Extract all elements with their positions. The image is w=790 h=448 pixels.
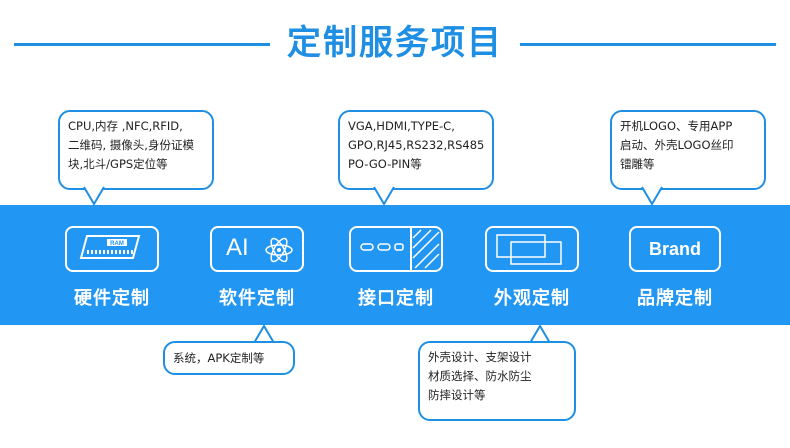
title-line-left <box>14 43 270 46</box>
bubble-line: 外壳设计、支架设计 <box>428 350 532 364</box>
bubble-brand: 开机LOGO、专用APP 启动、外壳LOGO丝印 镭雕等 <box>610 110 766 190</box>
page-title: 定制服务项目 <box>287 23 503 63</box>
overlapping-rectangles-icon <box>485 226 579 272</box>
port-connector-icon <box>349 226 443 272</box>
category-software: AI 软件定制 <box>202 226 312 310</box>
ram-chip-icon: RAM <box>65 226 159 272</box>
brand-badge-icon: Brand <box>629 226 721 272</box>
bubble-line: CPU,内存 ,NFC,RFID, <box>68 119 183 133</box>
bubble-line: 系统，APK定制等 <box>173 351 265 365</box>
title-line-right <box>520 43 776 46</box>
bubble-line: 材质选择、防水防尘 <box>428 369 532 383</box>
brand-badge-text: Brand <box>648 239 701 259</box>
category-brand: Brand 品牌定制 <box>620 226 730 310</box>
bubble-tail <box>641 186 663 206</box>
bubble-line: GPO,RJ45,RS232,RS485 <box>348 138 485 152</box>
ai-atom-icon: AI <box>210 226 304 272</box>
bubble-tail <box>253 324 275 344</box>
category-hardware: RAM 硬件定制 <box>57 226 167 310</box>
category-label: 外观定制 <box>494 288 570 309</box>
category-interface: 接口定制 <box>341 226 451 310</box>
ai-icon-text: AI <box>226 234 249 261</box>
bubble-interface: VGA,HDMI,TYPE-C, GPO,RJ45,RS232,RS485 PO… <box>338 110 494 190</box>
bubble-tail <box>83 186 105 206</box>
service-band <box>0 205 790 325</box>
bubble-line: VGA,HDMI,TYPE-C, <box>348 119 455 133</box>
category-label: 硬件定制 <box>74 288 150 309</box>
bubble-line: PO-GO-PIN等 <box>348 157 422 171</box>
bubble-line: 块,北斗/GPS定位等 <box>68 157 168 171</box>
bubble-line: 开机LOGO、专用APP <box>620 119 733 133</box>
category-label: 品牌定制 <box>637 288 713 309</box>
bubble-tail <box>529 324 551 344</box>
ram-chip-text: RAM <box>110 241 124 247</box>
category-label: 接口定制 <box>358 288 434 309</box>
category-label: 软件定制 <box>219 288 295 309</box>
bubble-appearance: 外壳设计、支架设计 材质选择、防水防尘 防摔设计等 <box>418 341 576 421</box>
bubble-line: 二维码, 摄像头,身份证模 <box>68 138 194 152</box>
bubble-hardware: CPU,内存 ,NFC,RFID, 二维码, 摄像头,身份证模 块,北斗/GPS… <box>58 110 214 190</box>
bubble-line: 镭雕等 <box>620 157 655 171</box>
bubble-line: 启动、外壳LOGO丝印 <box>620 138 734 152</box>
bubble-software: 系统，APK定制等 <box>163 341 295 375</box>
bubble-tail <box>373 186 395 206</box>
category-appearance: 外观定制 <box>477 226 587 310</box>
bubble-line: 防摔设计等 <box>428 388 486 402</box>
